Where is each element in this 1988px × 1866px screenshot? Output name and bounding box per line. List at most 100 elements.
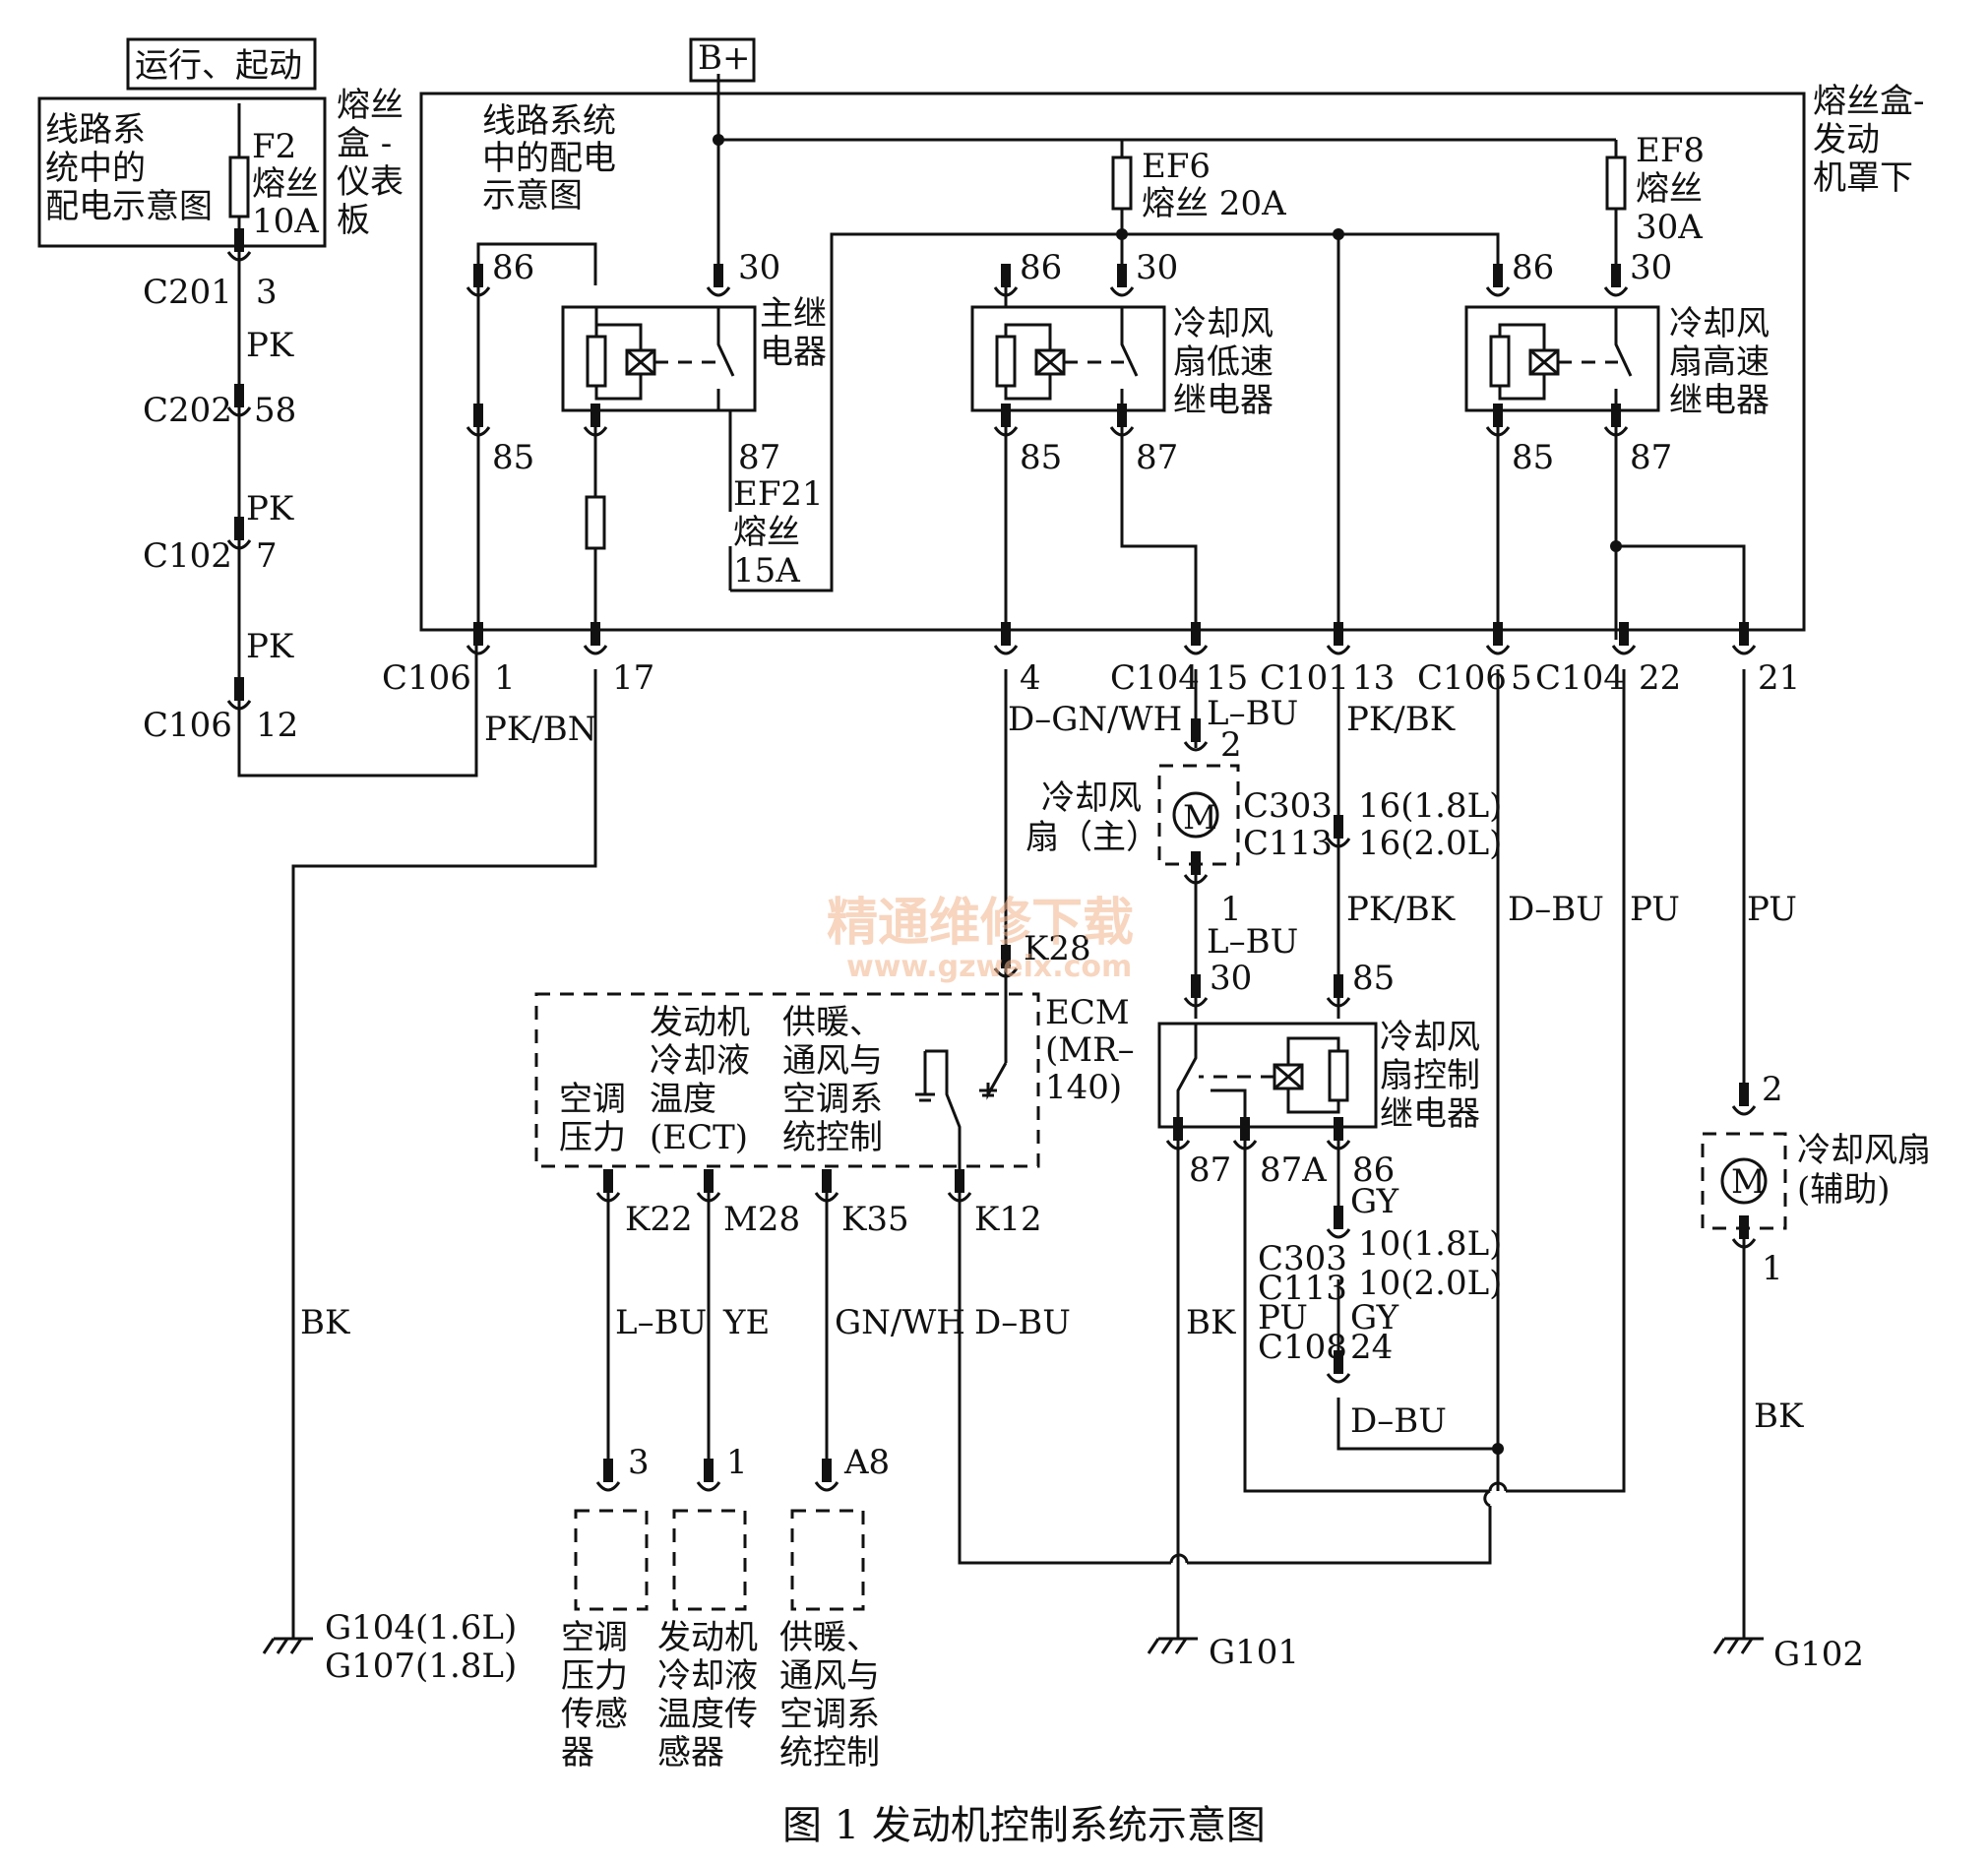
sensor-hvac-2: 通风与	[779, 1656, 880, 1696]
sensor-ect-2: 冷却液	[657, 1656, 758, 1696]
connector-pin	[706, 264, 731, 297]
main-relay-label-2: 电器	[760, 333, 827, 372]
c104-21-pin: 21	[1758, 658, 1800, 698]
relay-main	[476, 293, 757, 423]
ecm-ect-2: 冷却液	[650, 1041, 750, 1081]
c113-label-2: C113	[1258, 1269, 1347, 1308]
c201-pin: 3	[256, 273, 278, 312]
c106-5-label: C106	[1417, 658, 1507, 698]
wire-bk-left: BK	[300, 1303, 350, 1342]
ground-g102: G102	[1773, 1635, 1864, 1674]
f2-rating: 10A	[252, 202, 319, 241]
ef21-label: EF21	[733, 474, 824, 514]
ground-g101: G101	[1209, 1633, 1299, 1672]
connector-pin	[1603, 264, 1629, 297]
connector-pin	[1326, 1350, 1351, 1384]
wire-crossings	[1169, 1481, 1508, 1564]
ip-box-name-4: 板	[337, 201, 370, 240]
ecm-hvac-2: 通风与	[782, 1041, 883, 1081]
wire-pkbk-1: PK/BK	[1346, 700, 1456, 739]
main-86: 86	[492, 248, 534, 287]
watermark-url: www.gzweix.com	[846, 950, 1132, 984]
c201-label: C201	[143, 273, 232, 312]
low-30: 30	[1136, 248, 1178, 287]
connector-pin	[1109, 404, 1135, 437]
wire-dbu-3: D–BU	[974, 1303, 1071, 1342]
wire-lbu-2: L–BU	[1207, 922, 1298, 962]
low-relay-label-3: 继电器	[1173, 381, 1274, 420]
main-fan-pin-2: 2	[1220, 725, 1242, 765]
engine-note-box	[470, 108, 667, 226]
sensor-hvac-4: 统控制	[779, 1733, 880, 1773]
connector-pin	[1183, 851, 1209, 885]
ef8-fuse: 熔丝	[1636, 169, 1703, 209]
watermark-cn: 精通维修下载	[827, 894, 1134, 953]
wire-ye: YE	[722, 1303, 770, 1342]
c102-pin: 7	[256, 536, 278, 576]
ground-g104: G104(1.6L)	[325, 1608, 517, 1648]
connector-pin	[1326, 622, 1351, 655]
main-fan-label-2: 扇（主）	[1025, 818, 1159, 857]
connector-pin	[466, 404, 491, 437]
connector-pin	[1326, 1206, 1351, 1239]
wire-pk-2: PK	[246, 489, 294, 529]
f2-label: F2	[252, 127, 296, 166]
c303-pin-2: 10(1.8L)	[1358, 1224, 1502, 1264]
connectors	[226, 228, 1757, 1492]
aux-fan-label-1: 冷却风扇	[1797, 1131, 1931, 1170]
c102-label: C102	[143, 536, 232, 576]
wire-gy-2: GY	[1350, 1298, 1399, 1337]
connector-pin	[1326, 1117, 1351, 1151]
connector-pin	[696, 1169, 721, 1203]
high-87: 87	[1630, 438, 1672, 477]
wire-lbu-1: L–BU	[1207, 694, 1298, 733]
c303-label-1: C303	[1243, 786, 1333, 826]
c113-pin-1: 16(2.0L)	[1358, 824, 1502, 863]
ip-box-name-1: 熔丝	[337, 86, 404, 125]
c106-17-pin: 17	[612, 658, 654, 698]
high-relay-label-2: 扇高速	[1669, 342, 1770, 382]
connector-pin	[466, 622, 491, 655]
connector-pin	[595, 1459, 621, 1492]
engine-note-1: 线路系统	[482, 101, 616, 141]
c106-12-pin: 12	[256, 706, 298, 745]
ef21-fuse: 熔丝	[733, 513, 800, 552]
c108-pin: 24	[1350, 1328, 1393, 1367]
engine-box-name-3: 机罩下	[1813, 158, 1913, 198]
ef8-label: EF8	[1636, 131, 1705, 170]
run-start-label: 运行、起动	[135, 46, 302, 86]
ecm-label-3: 140)	[1045, 1068, 1122, 1107]
ecm-hvac-4: 统控制	[782, 1118, 883, 1157]
ecm-k28: K28	[1024, 929, 1091, 968]
engine-note-3: 示意图	[482, 176, 583, 216]
control-relay-label-2: 扇控制	[1380, 1056, 1480, 1095]
ecm-hvac-3: 空调系	[782, 1080, 883, 1119]
aux-fan-label-2: (辅助)	[1797, 1170, 1891, 1210]
wire-gy-1: GY	[1350, 1182, 1399, 1221]
connector-pin	[1731, 622, 1757, 655]
main-30: 30	[738, 248, 780, 287]
c101-label: C101	[1260, 658, 1349, 698]
wire-dbu-2: D–BU	[1350, 1401, 1447, 1441]
connector-pin	[583, 404, 608, 437]
wire-pu-1: PU	[1630, 890, 1680, 929]
connector-pin	[993, 622, 1019, 655]
c113-label-1: C113	[1243, 824, 1333, 863]
c106-4-pin: 4	[1020, 658, 1041, 698]
low-relay-label-1: 冷却风	[1173, 304, 1274, 343]
connector-pin	[1183, 718, 1209, 752]
connector-pin	[1731, 1215, 1757, 1249]
wire-gnwh: GN/WH	[835, 1303, 965, 1342]
main-fan-pin-1: 1	[1220, 890, 1242, 929]
ecm-module	[534, 992, 1040, 1186]
ecm-ac-1: 空调	[559, 1080, 626, 1119]
ecm-k12: K12	[974, 1200, 1042, 1239]
ef6-rating: 熔丝 20A	[1142, 184, 1286, 223]
relay-fan-low	[970, 305, 1166, 412]
connector-pin	[1326, 974, 1351, 1008]
c106-1-pin: 1	[494, 658, 516, 698]
connector-pin	[1165, 1117, 1191, 1151]
wire-lbu-3: L–BU	[615, 1303, 707, 1342]
connector-pin	[226, 517, 252, 550]
main-fan-label-1: 冷却风	[1041, 778, 1142, 818]
